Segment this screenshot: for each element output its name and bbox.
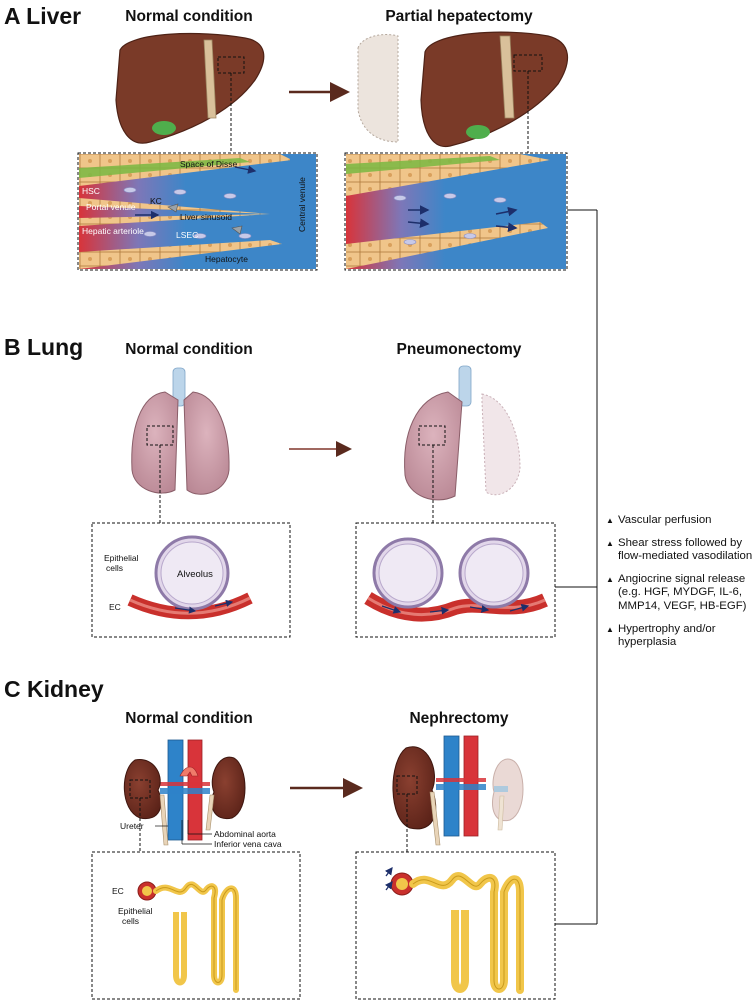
- kidney-nephrectomy-title: Nephrectomy: [409, 710, 509, 727]
- outcome-item: ▲ Angiocrine signal release (e.g. HGF, MY…: [606, 573, 754, 614]
- lung-pneumonectomy-title: Pneumonectomy: [396, 341, 522, 358]
- liver-normal-title: Normal condition: [125, 8, 253, 25]
- hsc-label: HSC: [82, 186, 100, 196]
- kidney-normal-title: Normal condition: [125, 710, 253, 727]
- lung-normal-organ: [131, 367, 230, 495]
- portal-venule-label: Portal venule: [86, 202, 136, 212]
- kidney-nephrectomy-inset: [355, 851, 556, 1000]
- outcome-item: ▲ Shear stress followed by flow-mediated …: [606, 537, 754, 564]
- outcome-text: Vascular perfusion: [618, 514, 712, 526]
- hepatocyte-label: Hepatocyte: [205, 254, 248, 264]
- liver-section-title: A Liver: [4, 3, 82, 29]
- kidney-normal-inset: EC Epithelial cells: [91, 851, 301, 1000]
- outcome-text: Hypertrophy and/or hyperplasia: [618, 622, 716, 649]
- kc-label: KC: [150, 196, 162, 206]
- outcome-text: Shear stress followed by flow-mediated v…: [618, 536, 753, 563]
- up-arrow-icon: ▲: [606, 574, 614, 584]
- lung-epithelial-cells-label-1: Epithelial: [104, 553, 139, 563]
- kidney-nephrectomy-organ: [392, 735, 524, 846]
- outcome-item: ▲ Vascular perfusion: [606, 514, 754, 528]
- kidney-epithelial-cells-label: cells: [122, 916, 139, 926]
- liver-sinusoid-label: Liver sinusoid: [180, 212, 232, 222]
- lung-normal-inset: Epithelial cells Alveolus EC: [91, 522, 291, 638]
- liver-hepatectomy-inset: [344, 152, 568, 271]
- kidney-ec-label: EC: [112, 886, 124, 896]
- ureter-label: Ureter: [120, 821, 144, 831]
- outcome-connector: [555, 209, 598, 925]
- up-arrow-icon: ▲: [606, 624, 614, 634]
- kidney-normal-organ: Ureter Abdominal aorta Inferior vena cav…: [120, 739, 282, 849]
- lung-pneumonectomy-organ: [404, 365, 521, 501]
- central-venule-label: Central venule: [297, 177, 307, 232]
- liver-normal-organ: [115, 32, 265, 144]
- liver-normal-inset: Space of Disse HSC Portal venule KC Live…: [77, 152, 318, 271]
- outcome-text: Angiocrine signal release (e.g. HGF, MYD…: [618, 572, 747, 612]
- lung-normal-title: Normal condition: [125, 341, 253, 358]
- hepatic-arteriole-label: Hepatic arteriole: [82, 226, 144, 236]
- lung-section-title: B Lung: [4, 334, 84, 360]
- up-arrow-icon: ▲: [606, 516, 614, 525]
- abdominal-aorta-label: Abdominal aorta: [214, 829, 276, 839]
- kidney-epithelial-cells-label-1: Epithelial: [118, 906, 153, 916]
- liver-hepatectomy-organ: [357, 31, 569, 148]
- lung-epithelial-cells-label: cells: [106, 563, 123, 573]
- liver-hepatectomy-title: Partial hepatectomy: [385, 8, 533, 25]
- space-of-disse-label: Space of Disse: [180, 159, 237, 169]
- inferior-vena-cava-label: Inferior vena cava: [214, 839, 282, 849]
- outcome-item: ▲ Hypertrophy and/or hyperplasia: [606, 623, 754, 650]
- up-arrow-icon: ▲: [606, 538, 614, 548]
- outcomes-list: ▲ Vascular perfusion ▲ Shear stress follow…: [606, 514, 754, 659]
- kidney-section-title: C Kidney: [4, 676, 104, 702]
- alveolus-label: Alveolus: [177, 569, 213, 580]
- lung-pneumonectomy-inset: [355, 522, 556, 638]
- lung-ec-label: EC: [109, 602, 121, 612]
- lsec-label: LSEC: [176, 230, 198, 240]
